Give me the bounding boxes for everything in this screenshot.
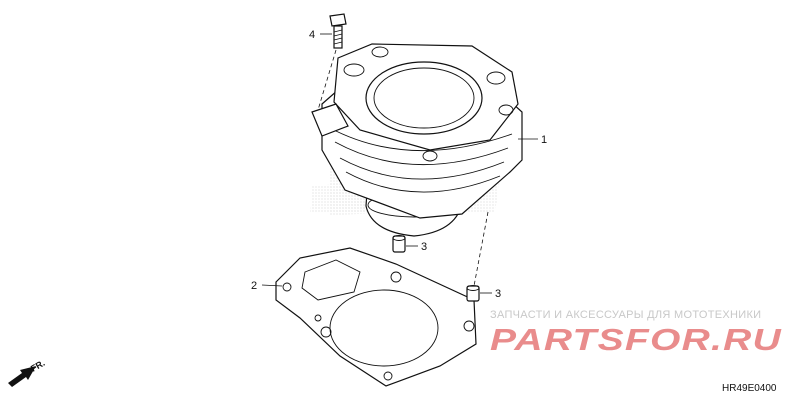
dowel-guide-line — [473, 211, 489, 287]
dowel-pin-lower[interactable] — [466, 285, 480, 302]
callout-cylinder: 1 — [541, 134, 547, 146]
cylinder-part[interactable] — [311, 43, 523, 237]
callout-bolt: 4 — [309, 29, 315, 41]
callout-gasket: 2 — [251, 280, 257, 292]
watermark-logo: PARTSFOR.RU — [490, 322, 783, 357]
watermark-subtitle: ЗАПЧАСТИ И АКСЕССУАРЫ ДЛЯ МОТОТЕХНИКИ — [490, 309, 761, 321]
leader-2 — [261, 284, 283, 287]
gasket-part[interactable] — [275, 247, 477, 387]
diagram-code: HR49E0400 — [722, 383, 777, 394]
callout-dowel-upper: 3 — [421, 241, 427, 253]
front-label: FR. — [29, 358, 47, 374]
dowel-pin-upper[interactable] — [392, 235, 406, 253]
bolt-guide-line — [317, 49, 337, 111]
bolt-part[interactable] — [329, 13, 347, 49]
front-arrow-icon — [8, 366, 36, 387]
callout-dowel-lower: 3 — [495, 288, 501, 300]
